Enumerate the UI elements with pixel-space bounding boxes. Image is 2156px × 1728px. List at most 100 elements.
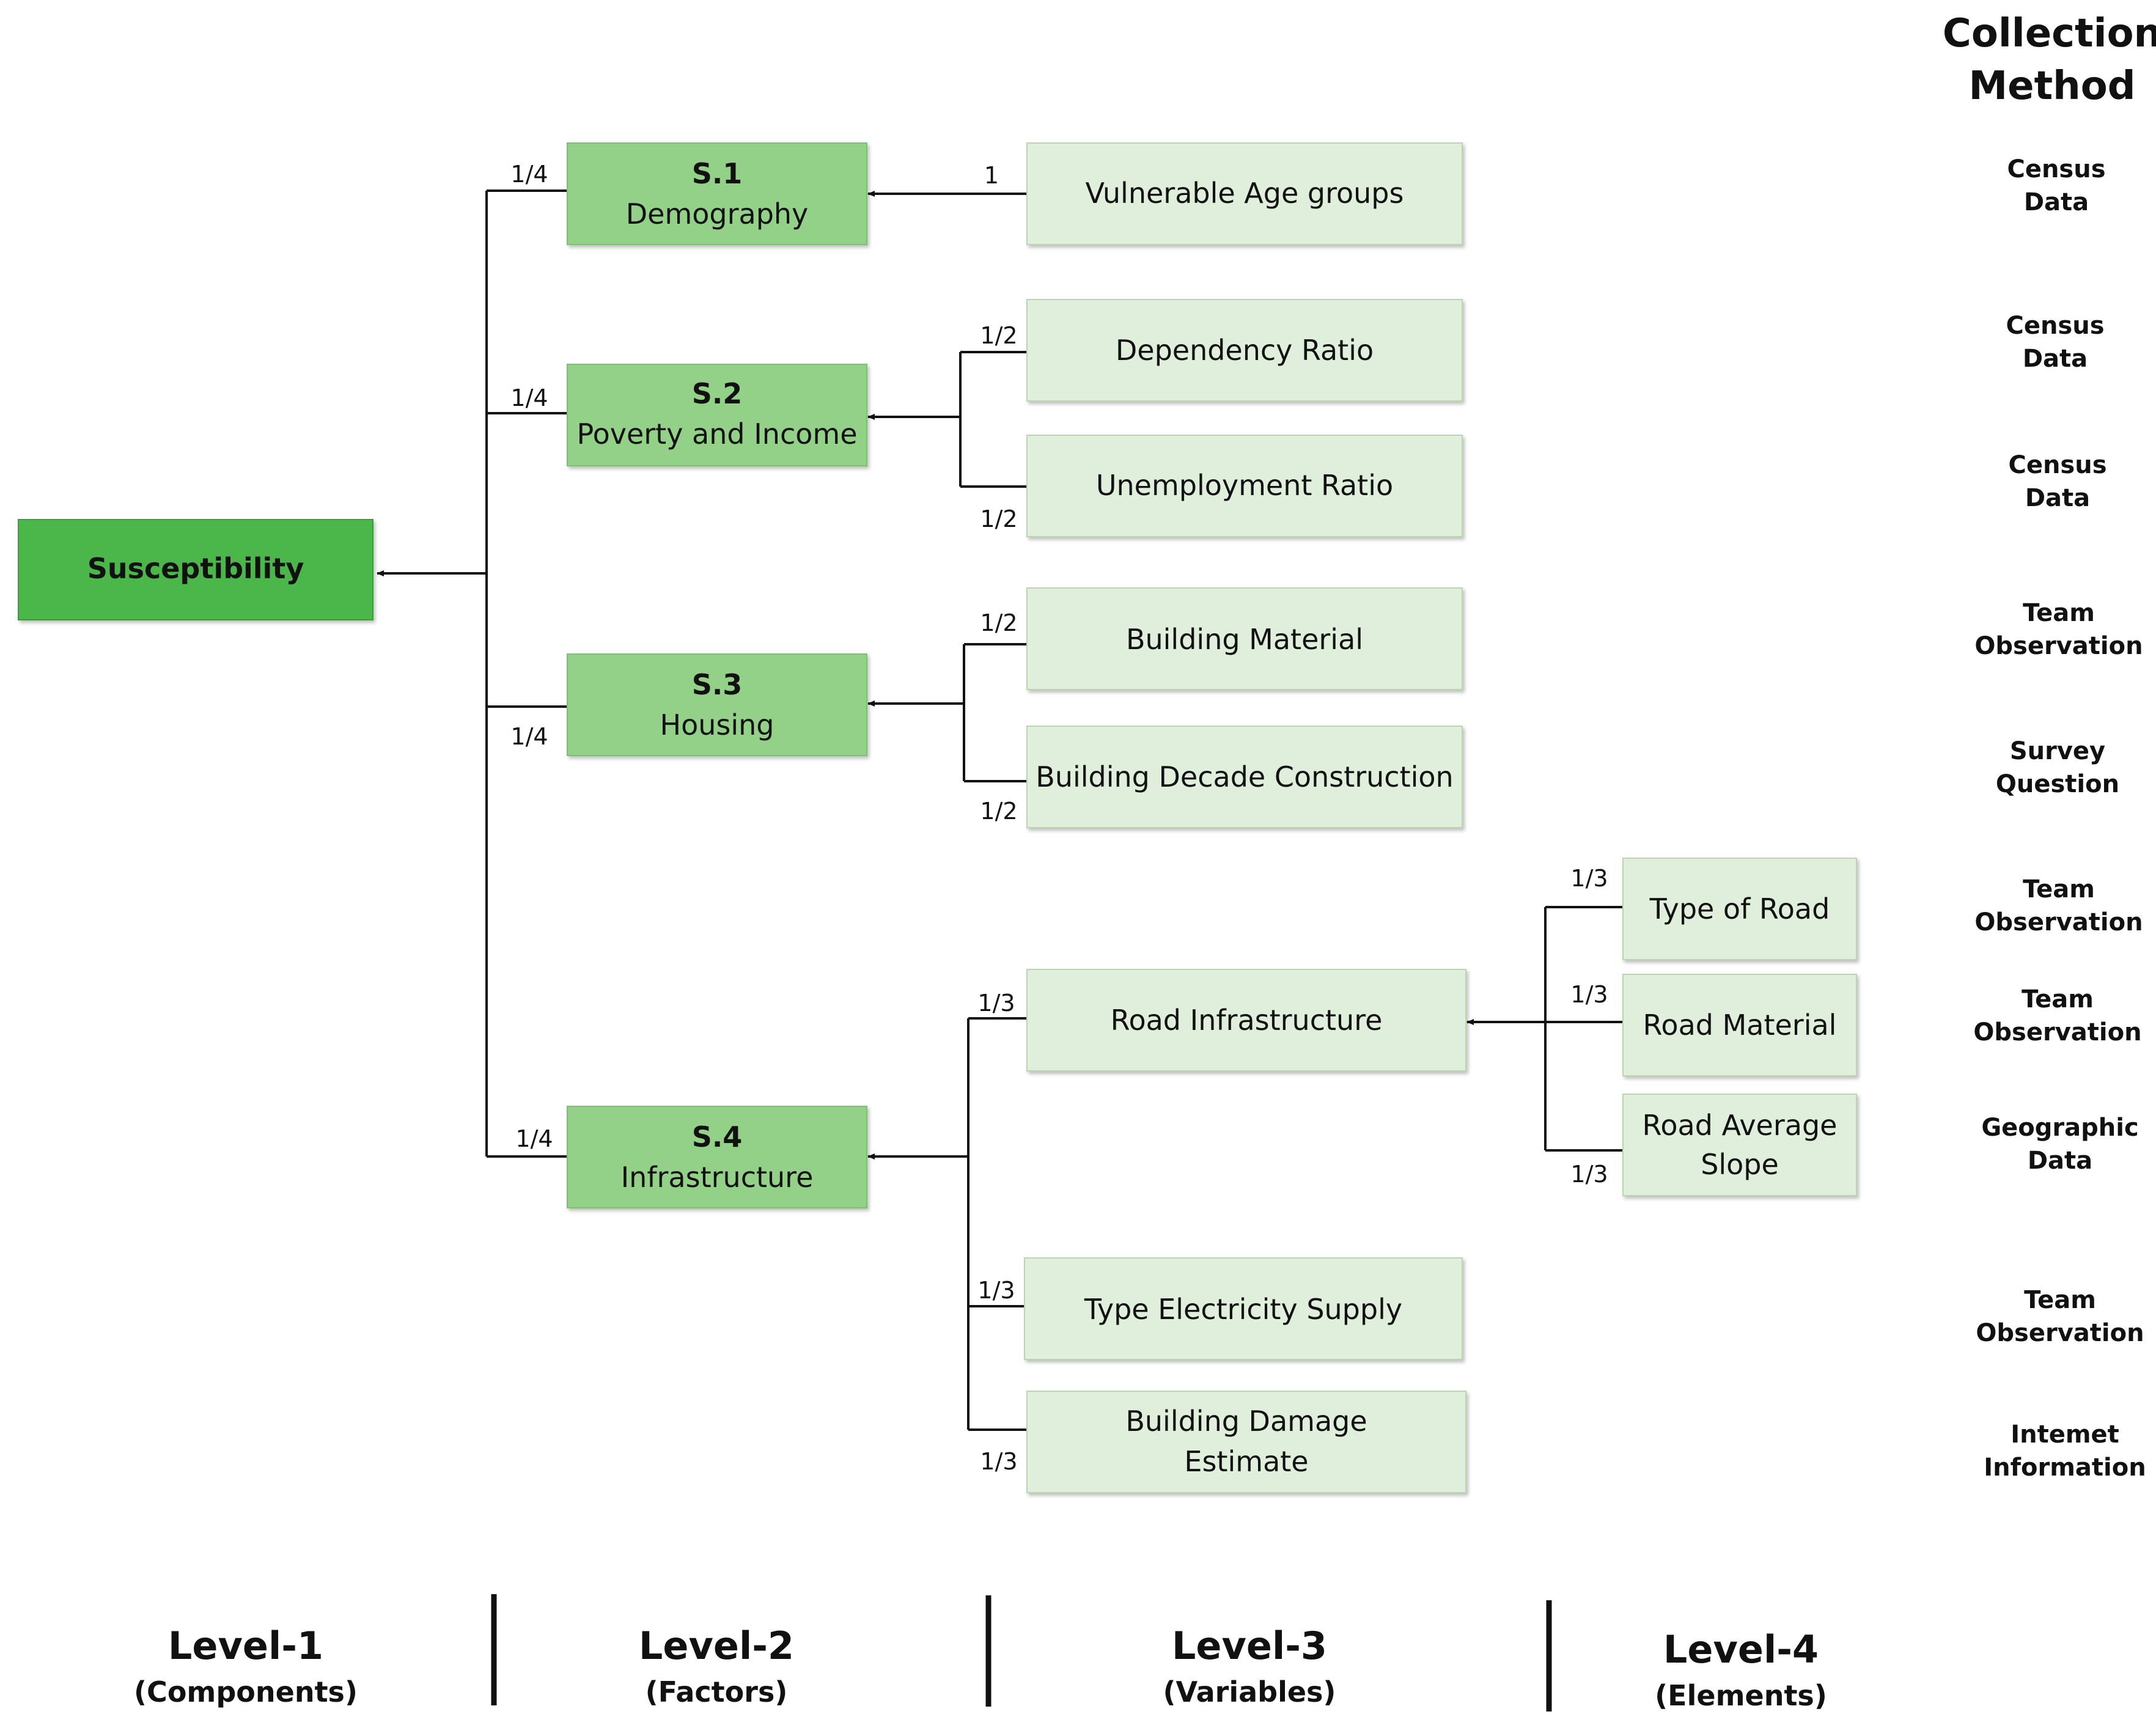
factor-node-s4: S.4 Infrastructure	[567, 1106, 867, 1208]
level-subtitle: (Components)	[134, 1675, 358, 1708]
weight-label-building-decade-construction: 1/2	[980, 798, 1017, 825]
method-vulnerable-age-groups-line-2: Data	[2024, 188, 2089, 216]
element-box	[1622, 858, 1857, 960]
level-title: Level-3	[1172, 1623, 1327, 1668]
factor-name: Infrastructure	[621, 1161, 814, 1194]
variable-node-vulnerable-age-groups: Vulnerable Age groups	[1026, 142, 1463, 245]
variable-box	[1026, 969, 1466, 1072]
element-label-line-2: Slope	[1701, 1148, 1779, 1181]
factor-code: S.3	[692, 668, 743, 701]
factor-node-s3: S.3 Housing	[567, 653, 867, 756]
factor-node-s2: S.2 Poverty and Income	[567, 364, 867, 466]
factor-code: S.2	[692, 377, 743, 410]
element-label: Road Material	[1643, 1009, 1837, 1042]
factor-node-s1: S.1 Demography	[567, 142, 867, 245]
method-building-material-line-2: Observation	[1974, 632, 2143, 660]
level-subtitle: (Elements)	[1655, 1679, 1827, 1712]
method-type-of-road-line-2: Observation	[1974, 908, 2143, 936]
method-road-average-slope-line-2: Data	[2028, 1147, 2092, 1175]
weight-label-type-of-road: 1/3	[1570, 865, 1608, 892]
method-unemployment-ratio-line-1: Census	[2008, 451, 2106, 479]
variable-node-building-damage-estimate: Building Damage Estimate	[1026, 1391, 1466, 1493]
element-node-road-average-slope: Road Average Slope	[1622, 1094, 1857, 1196]
variable-node-dependency-ratio: Dependency Ratio	[1026, 299, 1463, 402]
method-dependency-ratio-line-1: Census	[2006, 312, 2104, 340]
weight-label-s3: 1/4	[510, 723, 548, 750]
variable-box	[1026, 142, 1463, 245]
variable-label: Type Electricity Supply	[1084, 1293, 1402, 1326]
method-road-material-line-1: Team	[2022, 985, 2094, 1013]
variable-box	[1026, 726, 1463, 828]
level-title: Level-2	[639, 1623, 794, 1668]
variable-label: Unemployment Ratio	[1096, 469, 1393, 502]
factor-box	[567, 142, 867, 245]
weight-label-type-electricity-supply: 1/3	[977, 1277, 1015, 1304]
method-building-damage-estimate-line-1: Intemet	[2011, 1421, 2119, 1449]
element-label: Type of Road	[1649, 892, 1830, 925]
variable-node-unemployment-ratio: Unemployment Ratio	[1026, 435, 1463, 537]
root-node-susceptibility: Susceptibility	[18, 519, 373, 620]
variable-label: Dependency Ratio	[1116, 334, 1374, 367]
weight-label-s2: 1/4	[510, 384, 548, 411]
variable-node-building-material: Building Material	[1026, 587, 1463, 690]
variable-label-line-2: Estimate	[1184, 1445, 1308, 1478]
factor-box	[567, 653, 867, 756]
variable-label-line-1: Building Damage	[1125, 1405, 1367, 1438]
element-node-road-material: Road Material	[1622, 974, 1857, 1076]
method-type-electricity-supply-line-2: Observation	[1976, 1319, 2144, 1347]
level-dividers	[491, 1594, 1552, 1711]
variable-label: Building Material	[1126, 623, 1363, 656]
variable-box	[1024, 1257, 1463, 1360]
variable-box	[1026, 587, 1463, 690]
factor-code: S.1	[692, 157, 743, 190]
weight-label-vulnerable-age-groups: 1	[984, 162, 999, 189]
weight-label-building-damage-estimate: 1/3	[980, 1448, 1017, 1475]
method-building-damage-estimate-line-2: Information	[1984, 1454, 2146, 1482]
method-type-electricity-supply-line-1: Team	[2024, 1286, 2096, 1314]
method-road-material-line-2: Observation	[1973, 1018, 2141, 1046]
variable-label: Road Infrastructure	[1111, 1004, 1383, 1037]
variable-node-type-electricity-supply: Type Electricity Supply	[1024, 1257, 1463, 1360]
element-box	[1622, 974, 1857, 1076]
weight-label-unemployment-ratio: 1/2	[980, 506, 1017, 532]
connector-lines	[377, 189, 1623, 1431]
variable-label: Building Decade Construction	[1036, 760, 1453, 793]
factor-box	[567, 1106, 867, 1208]
level-subtitle: (Variables)	[1163, 1675, 1336, 1708]
level-subtitle: (Factors)	[646, 1675, 788, 1708]
level-title: Level-4	[1663, 1627, 1819, 1672]
variable-box	[1026, 1391, 1466, 1493]
method-building-decade-construction-line-2: Question	[1996, 770, 2119, 798]
variable-box	[1026, 299, 1463, 402]
method-type-of-road-line-1: Team	[2023, 875, 2095, 903]
root-box	[18, 519, 373, 620]
element-node-type-of-road: Type of Road	[1622, 858, 1857, 960]
weight-label-road-material: 1/3	[1570, 981, 1608, 1008]
weight-label-road-average-slope: 1/3	[1570, 1161, 1608, 1188]
level-2-label: Level-2 (Factors)	[639, 1623, 794, 1708]
weight-label-dependency-ratio: 1/2	[980, 322, 1017, 349]
factor-box	[567, 364, 867, 466]
weight-label-road-infrastructure: 1/3	[977, 990, 1015, 1017]
variable-box	[1026, 435, 1463, 537]
weight-label-building-material: 1/2	[980, 609, 1017, 636]
level-1-label: Level-1 (Components)	[134, 1623, 358, 1708]
variable-node-road-infrastructure: Road Infrastructure	[1026, 969, 1466, 1072]
method-building-material-line-1: Team	[2023, 599, 2095, 627]
method-vulnerable-age-groups-line-1: Census	[2007, 155, 2105, 183]
factor-name: Poverty and Income	[577, 417, 858, 450]
level-title: Level-1	[168, 1623, 323, 1668]
variable-node-building-decade-construction: Building Decade Construction	[1026, 726, 1463, 828]
method-unemployment-ratio-line-2: Data	[2025, 484, 2090, 512]
weight-label-s1: 1/4	[510, 161, 548, 188]
weight-label-s4: 1/4	[515, 1125, 553, 1152]
factor-code: S.4	[692, 1120, 743, 1153]
variable-label: Vulnerable Age groups	[1086, 177, 1404, 210]
header-line-2: Method	[1968, 64, 2135, 109]
element-label-line-1: Road Average	[1643, 1109, 1838, 1142]
level-3-label: Level-3 (Variables)	[1163, 1623, 1336, 1708]
header-line-1: Collection	[1943, 11, 2156, 56]
method-building-decade-construction-line-1: Survey	[2010, 737, 2105, 765]
root-label: Susceptibility	[87, 552, 304, 585]
